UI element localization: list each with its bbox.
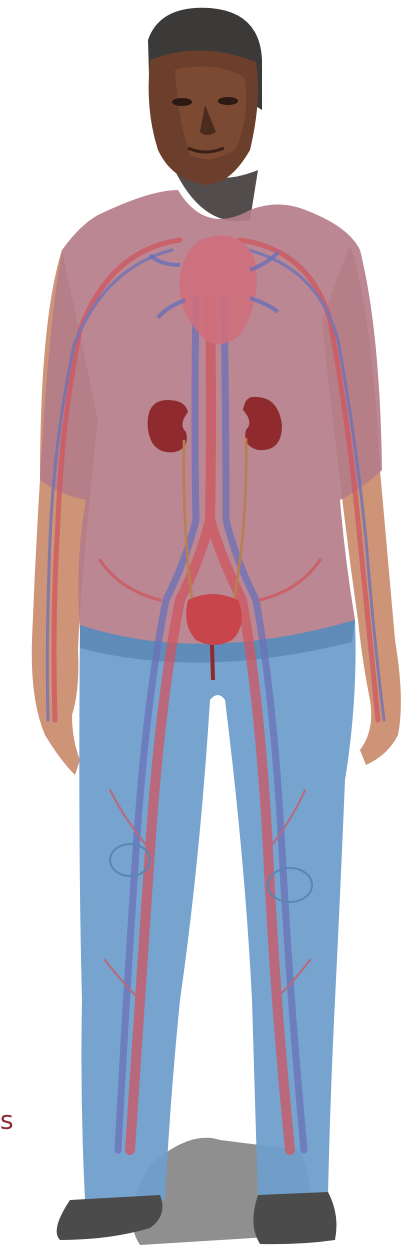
edge-text-fragment: s xyxy=(0,1106,14,1136)
right-eye xyxy=(218,97,238,105)
head xyxy=(148,8,262,221)
left-kidney xyxy=(148,400,188,452)
right-shoe xyxy=(253,1192,336,1244)
left-eye xyxy=(172,98,192,106)
